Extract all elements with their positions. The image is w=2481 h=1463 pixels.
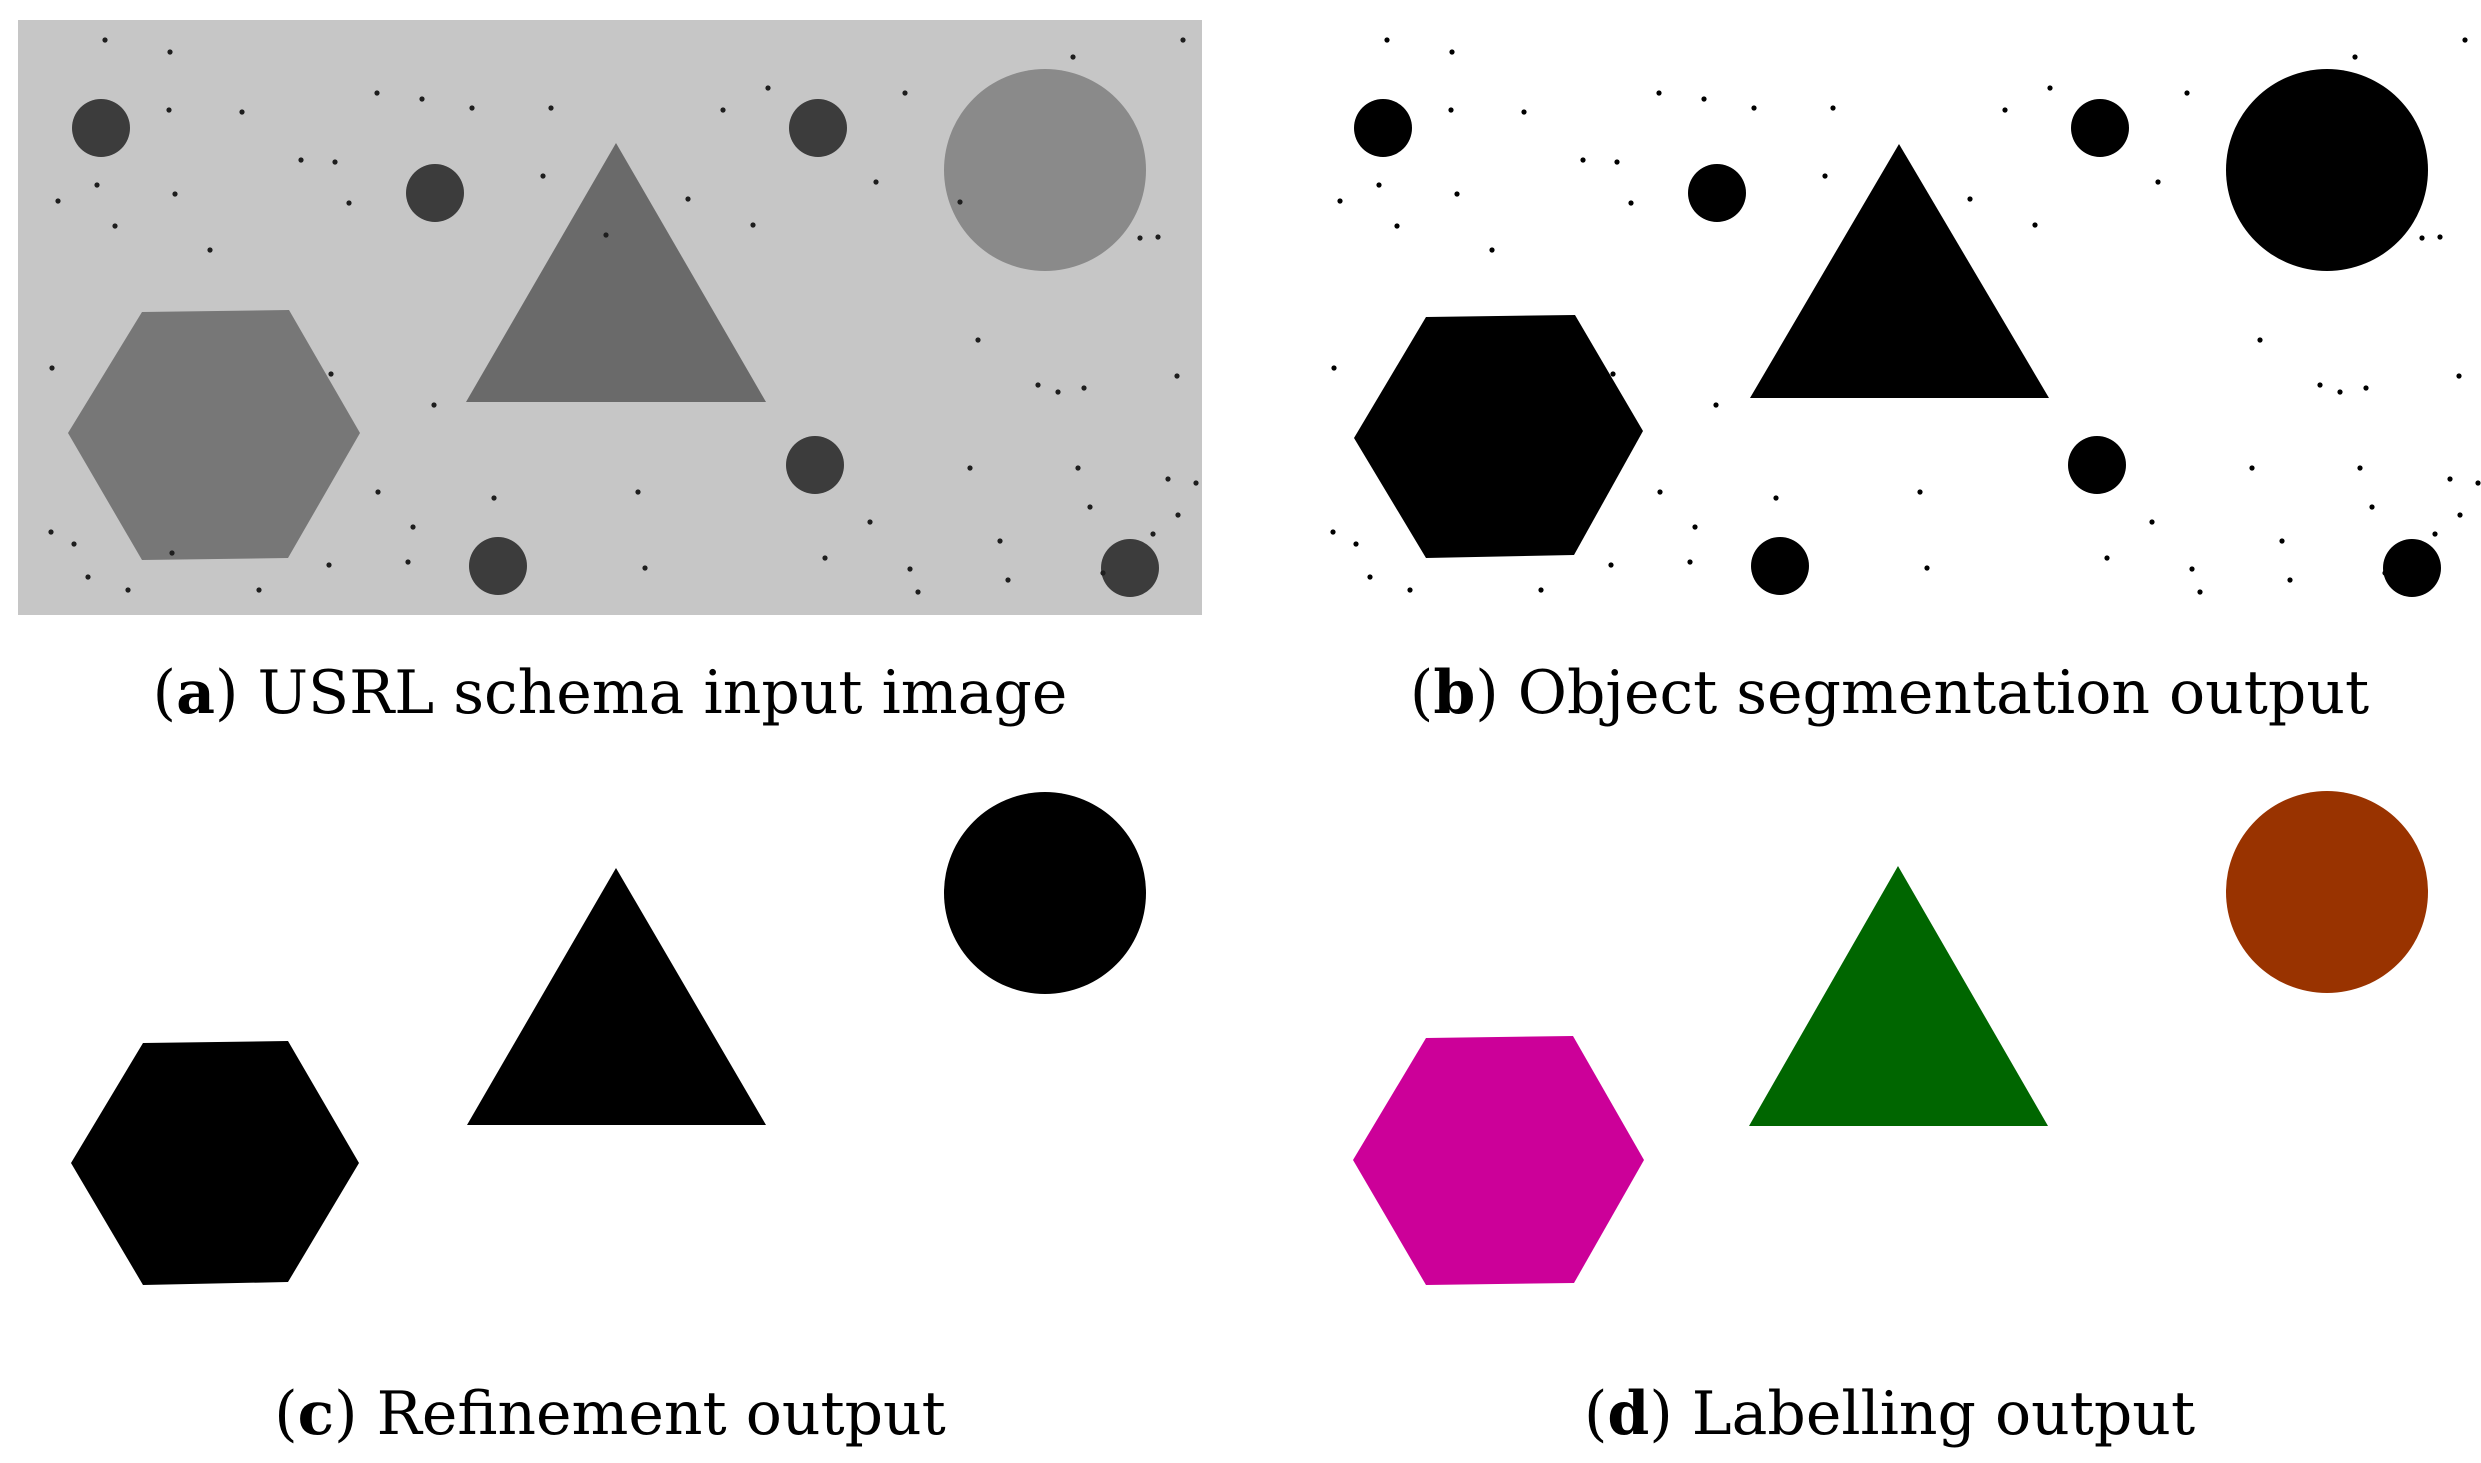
labelled-hexagon	[1353, 1036, 1644, 1285]
segmentation-triangle	[1750, 144, 2049, 398]
caption-b: (b) Object segmentation output	[1409, 658, 2370, 728]
panel-input-image	[18, 20, 1202, 615]
input-large-circle	[944, 69, 1146, 271]
input-small-circles	[72, 99, 1159, 597]
segmentation-noise-dots	[1330, 37, 2481, 595]
labelled-triangle	[1749, 866, 2048, 1126]
caption-d-letter: d	[1607, 1379, 1650, 1449]
caption-d: (d) Labelling output	[1583, 1379, 2196, 1449]
refinement-hexagon	[71, 1041, 359, 1285]
labelled-circle	[2226, 791, 2428, 993]
input-hexagon	[68, 310, 360, 560]
segmentation-hexagon	[1354, 315, 1643, 558]
segmentation-large-circle	[2226, 69, 2428, 271]
caption-c-text: Refinement output	[376, 1379, 946, 1449]
caption-a: (a) USRL schema input image	[152, 658, 1068, 728]
caption-a-text: USRL schema input image	[257, 658, 1068, 728]
refinement-circle	[944, 792, 1146, 994]
input-triangle	[466, 143, 766, 402]
panel-labelling-output	[1298, 760, 2481, 1320]
caption-b-letter: b	[1433, 658, 1476, 728]
refinement-triangle	[467, 868, 766, 1125]
caption-d-text: Labelling output	[1691, 1379, 2196, 1449]
input-noise-dots	[48, 37, 1199, 595]
caption-a-letter: a	[176, 658, 215, 728]
caption-c-letter: c	[297, 1379, 335, 1449]
panel-refinement-output	[18, 760, 1202, 1320]
caption-b-text: Object segmentation output	[1517, 658, 2370, 728]
caption-c: (c) Refinement output	[274, 1379, 946, 1449]
panel-segmentation-output	[1298, 20, 2481, 615]
segmentation-small-circles	[1354, 99, 2441, 597]
